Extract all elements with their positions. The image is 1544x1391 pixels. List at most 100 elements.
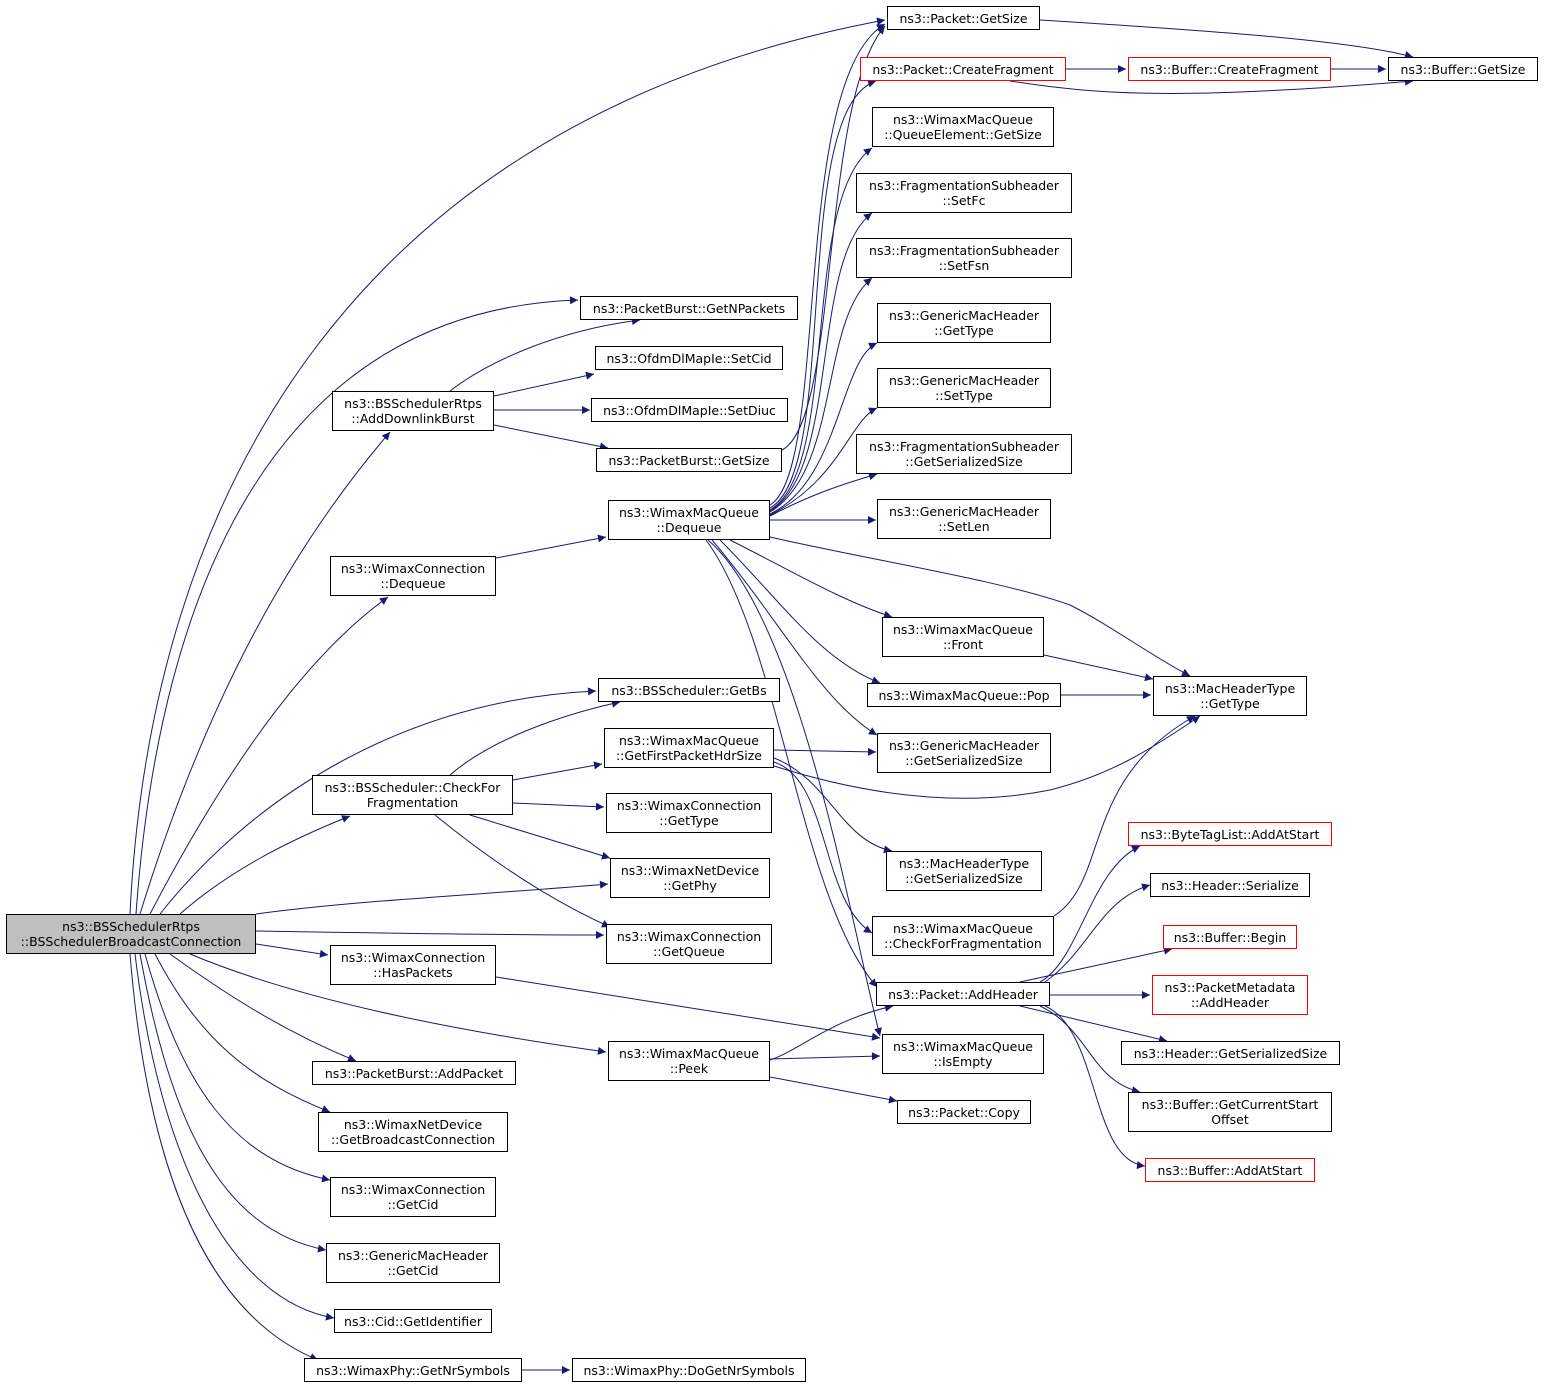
node-label: ::GetBroadcastConnection	[330, 1132, 496, 1147]
node-label: ns3::Header::GetSerializedSize	[1133, 1045, 1328, 1061]
edge-wmq-dequeue-to-pkt-create-fragment	[769, 79, 877, 509]
node-label: ns3::FragmentationSubheader	[869, 243, 1059, 258]
node-wmq-peek[interactable]: ns3::WimaxMacQueue::Peek	[608, 1041, 770, 1081]
node-label: ::Front	[942, 637, 984, 652]
node-wnd-get-broadcast[interactable]: ns3::WimaxNetDevice::GetBroadcastConnect…	[318, 1112, 508, 1152]
node-wmq-front[interactable]: ns3::WimaxMacQueue::Front	[882, 617, 1044, 657]
node-gmh-get-ser-size[interactable]: ns3::GenericMacHeader::GetSerializedSize	[877, 733, 1051, 773]
node-label: ::GetType	[659, 813, 719, 828]
node-label: Offset	[1211, 1112, 1249, 1127]
node-ofdm-set-cid[interactable]: ns3::OfdmDlMapIe::SetCid	[595, 346, 783, 370]
node-fs-set-fc[interactable]: ns3::FragmentationSubheader::SetFc	[856, 173, 1072, 213]
node-pkt-get-size[interactable]: ns3::Packet::GetSize	[887, 6, 1040, 30]
node-wmq-first-hdr[interactable]: ns3::WimaxMacQueue::GetFirstPacketHdrSiz…	[604, 728, 774, 768]
node-wmq-check-frag[interactable]: ns3::WimaxMacQueue::CheckForFragmentatio…	[872, 916, 1054, 956]
node-buf-add-at-start[interactable]: ns3::Buffer::AddAtStart	[1145, 1158, 1315, 1182]
node-ofdm-set-diuc[interactable]: ns3::OfdmDlMapIe::SetDiuc	[591, 398, 788, 422]
node-label: ::GetCid	[387, 1197, 439, 1212]
node-buf-get-size[interactable]: ns3::Buffer::GetSize	[1388, 57, 1538, 81]
node-label: ns3::GenericMacHeader	[888, 308, 1040, 323]
node-label: ns3::WimaxMacQueue	[619, 733, 759, 748]
node-label: ns3::WimaxConnection	[340, 1182, 486, 1197]
edge-wc-dequeue-to-wmq-dequeue	[495, 534, 607, 559]
edge-pkt-add-header-to-btl-add-at-start	[1039, 845, 1141, 983]
node-wc-get-cid[interactable]: ns3::WimaxConnection::GetCid	[330, 1177, 496, 1217]
edge-check-for-frag-to-wc-get-type	[512, 802, 605, 811]
edge-wmq-dequeue-to-pkt-add-header	[705, 539, 878, 988]
node-label: ::GetFirstPacketHdrSize	[615, 748, 763, 763]
node-pkt-add-header[interactable]: ns3::Packet::AddHeader	[876, 982, 1050, 1006]
edge-root-to-gmh-get-cid	[139, 953, 327, 1253]
edge-wmq-peek-to-wmq-is-empty	[769, 1052, 881, 1061]
node-wmq-dequeue[interactable]: ns3::WimaxMacQueue::Dequeue	[608, 500, 770, 540]
node-bs-get-bs[interactable]: ns3::BSScheduler::GetBs	[598, 678, 780, 702]
node-pb-get-size[interactable]: ns3::PacketBurst::GetSize	[596, 448, 782, 472]
node-label: Fragmentation	[366, 795, 459, 810]
node-label: ns3::WimaxMacQueue	[893, 112, 1033, 127]
edge-check-for-frag-to-wmq-first-hdr	[512, 761, 603, 781]
edge-wmq-first-hdr-to-wmq-check-frag	[773, 761, 873, 934]
node-label: ::GetSerializedSize	[905, 871, 1023, 886]
node-mht-get-ser-size[interactable]: ns3::MacHeaderType::GetSerializedSize	[886, 851, 1042, 891]
node-wmq-is-empty[interactable]: ns3::WimaxMacQueue::IsEmpty	[882, 1034, 1044, 1074]
node-wmq-pop[interactable]: ns3::WimaxMacQueue::Pop	[867, 683, 1061, 707]
edge-wmq-first-hdr-to-gmh-get-ser-size	[773, 747, 877, 756]
node-gmh-set-len[interactable]: ns3::GenericMacHeader::SetLen	[877, 499, 1051, 539]
node-label: ::BSSchedulerBroadcastConnection	[20, 934, 242, 949]
node-fs-set-fsn[interactable]: ns3::FragmentationSubheader::SetFsn	[856, 238, 1072, 278]
node-label: ns3::WimaxConnection	[616, 798, 762, 813]
edge-wmq-peek-to-pkt-add-header	[769, 1003, 894, 1061]
node-buf-create-fragment[interactable]: ns3::Buffer::CreateFragment	[1128, 57, 1331, 81]
node-add-downlink-burst[interactable]: ns3::BSSchedulerRtps::AddDownlinkBurst	[332, 391, 494, 431]
node-label: ::SetLen	[938, 519, 990, 534]
node-label: ns3::WimaxNetDevice	[620, 863, 760, 878]
node-gmh-set-type[interactable]: ns3::GenericMacHeader::SetType	[877, 368, 1051, 408]
node-label: ::GetSerializedSize	[905, 454, 1023, 469]
node-label: ns3::WimaxPhy::DoGetNrSymbols	[583, 1362, 795, 1378]
node-qe-get-size[interactable]: ns3::WimaxMacQueue::QueueElement::GetSiz…	[872, 107, 1054, 147]
node-pb-get-npackets[interactable]: ns3::PacketBurst::GetNPackets	[580, 296, 798, 320]
node-wc-dequeue[interactable]: ns3::WimaxConnection::Dequeue	[330, 556, 496, 596]
edge-wmq-peek-to-pkt-copy	[769, 1076, 898, 1104]
node-buf-begin[interactable]: ns3::Buffer::Begin	[1163, 925, 1297, 949]
node-gmh-get-cid[interactable]: ns3::GenericMacHeader::GetCid	[326, 1243, 500, 1283]
edge-wmq-dequeue-to-gmh-get-ser-size	[711, 539, 878, 736]
node-wnd-get-phy[interactable]: ns3::WimaxNetDevice::GetPhy	[610, 858, 770, 898]
node-pkt-create-fragment[interactable]: ns3::Packet::CreateFragment	[860, 57, 1066, 81]
node-pm-add-header[interactable]: ns3::PacketMetadata::AddHeader	[1152, 975, 1308, 1015]
node-cid-get-identifier[interactable]: ns3::Cid::GetIdentifier	[334, 1309, 492, 1333]
node-gmh-get-type[interactable]: ns3::GenericMacHeader::GetType	[877, 303, 1051, 343]
node-label: ns3::WimaxMacQueue	[893, 622, 1033, 637]
edge-add-downlink-burst-to-pb-get-size	[493, 424, 609, 451]
edge-wmq-dequeue-to-wmq-is-empty	[707, 539, 882, 1037]
node-label: ::Dequeue	[380, 576, 446, 591]
edge-check-for-frag-to-bs-get-bs	[449, 699, 621, 776]
edge-root-to-wc-get-queue	[255, 930, 605, 939]
node-pkt-copy[interactable]: ns3::Packet::Copy	[897, 1100, 1031, 1124]
node-label: ::QueueElement::GetSize	[884, 127, 1042, 142]
node-label: ns3::PacketBurst::GetSize	[608, 452, 770, 468]
node-pb-add-packet[interactable]: ns3::PacketBurst::AddPacket	[312, 1061, 516, 1085]
node-wc-get-type[interactable]: ns3::WimaxConnection::GetType	[606, 793, 772, 833]
node-wc-has-packets[interactable]: ns3::WimaxConnection::HasPackets	[330, 945, 496, 985]
node-label: ::Dequeue	[656, 520, 722, 535]
edge-wmq-front-to-mht-get-type	[1043, 654, 1154, 682]
node-wc-get-queue[interactable]: ns3::WimaxConnection::GetQueue	[606, 924, 772, 964]
edge-root-to-bs-get-bs	[159, 687, 597, 915]
edge-wmq-dequeue-to-fs-set-fc	[769, 212, 873, 512]
node-fs-get-ser-size[interactable]: ns3::FragmentationSubheader::GetSerializ…	[856, 434, 1072, 474]
node-btl-add-at-start[interactable]: ns3::ByteTagList::AddAtStart	[1128, 822, 1332, 846]
edge-add-downlink-burst-to-pb-get-npackets	[449, 317, 641, 392]
node-label: ns3::OfdmDlMapIe::SetCid	[606, 350, 772, 366]
edge-wmq-dequeue-to-wmq-front	[729, 539, 893, 619]
node-hdr-serialize[interactable]: ns3::Header::Serialize	[1150, 873, 1310, 897]
node-label: ::Peek	[669, 1061, 709, 1076]
edge-pkt-add-header-to-hdr-get-ser-size	[1019, 1005, 1168, 1044]
node-hdr-get-ser-size[interactable]: ns3::Header::GetSerializedSize	[1121, 1041, 1340, 1065]
node-phy-do-get-nr-symbols[interactable]: ns3::WimaxPhy::DoGetNrSymbols	[572, 1358, 806, 1382]
node-label: ::GetCid	[387, 1263, 439, 1278]
node-mht-get-type[interactable]: ns3::MacHeaderType::GetType	[1153, 676, 1307, 716]
node-phy-get-nr-symbols[interactable]: ns3::WimaxPhy::GetNrSymbols	[304, 1358, 522, 1382]
